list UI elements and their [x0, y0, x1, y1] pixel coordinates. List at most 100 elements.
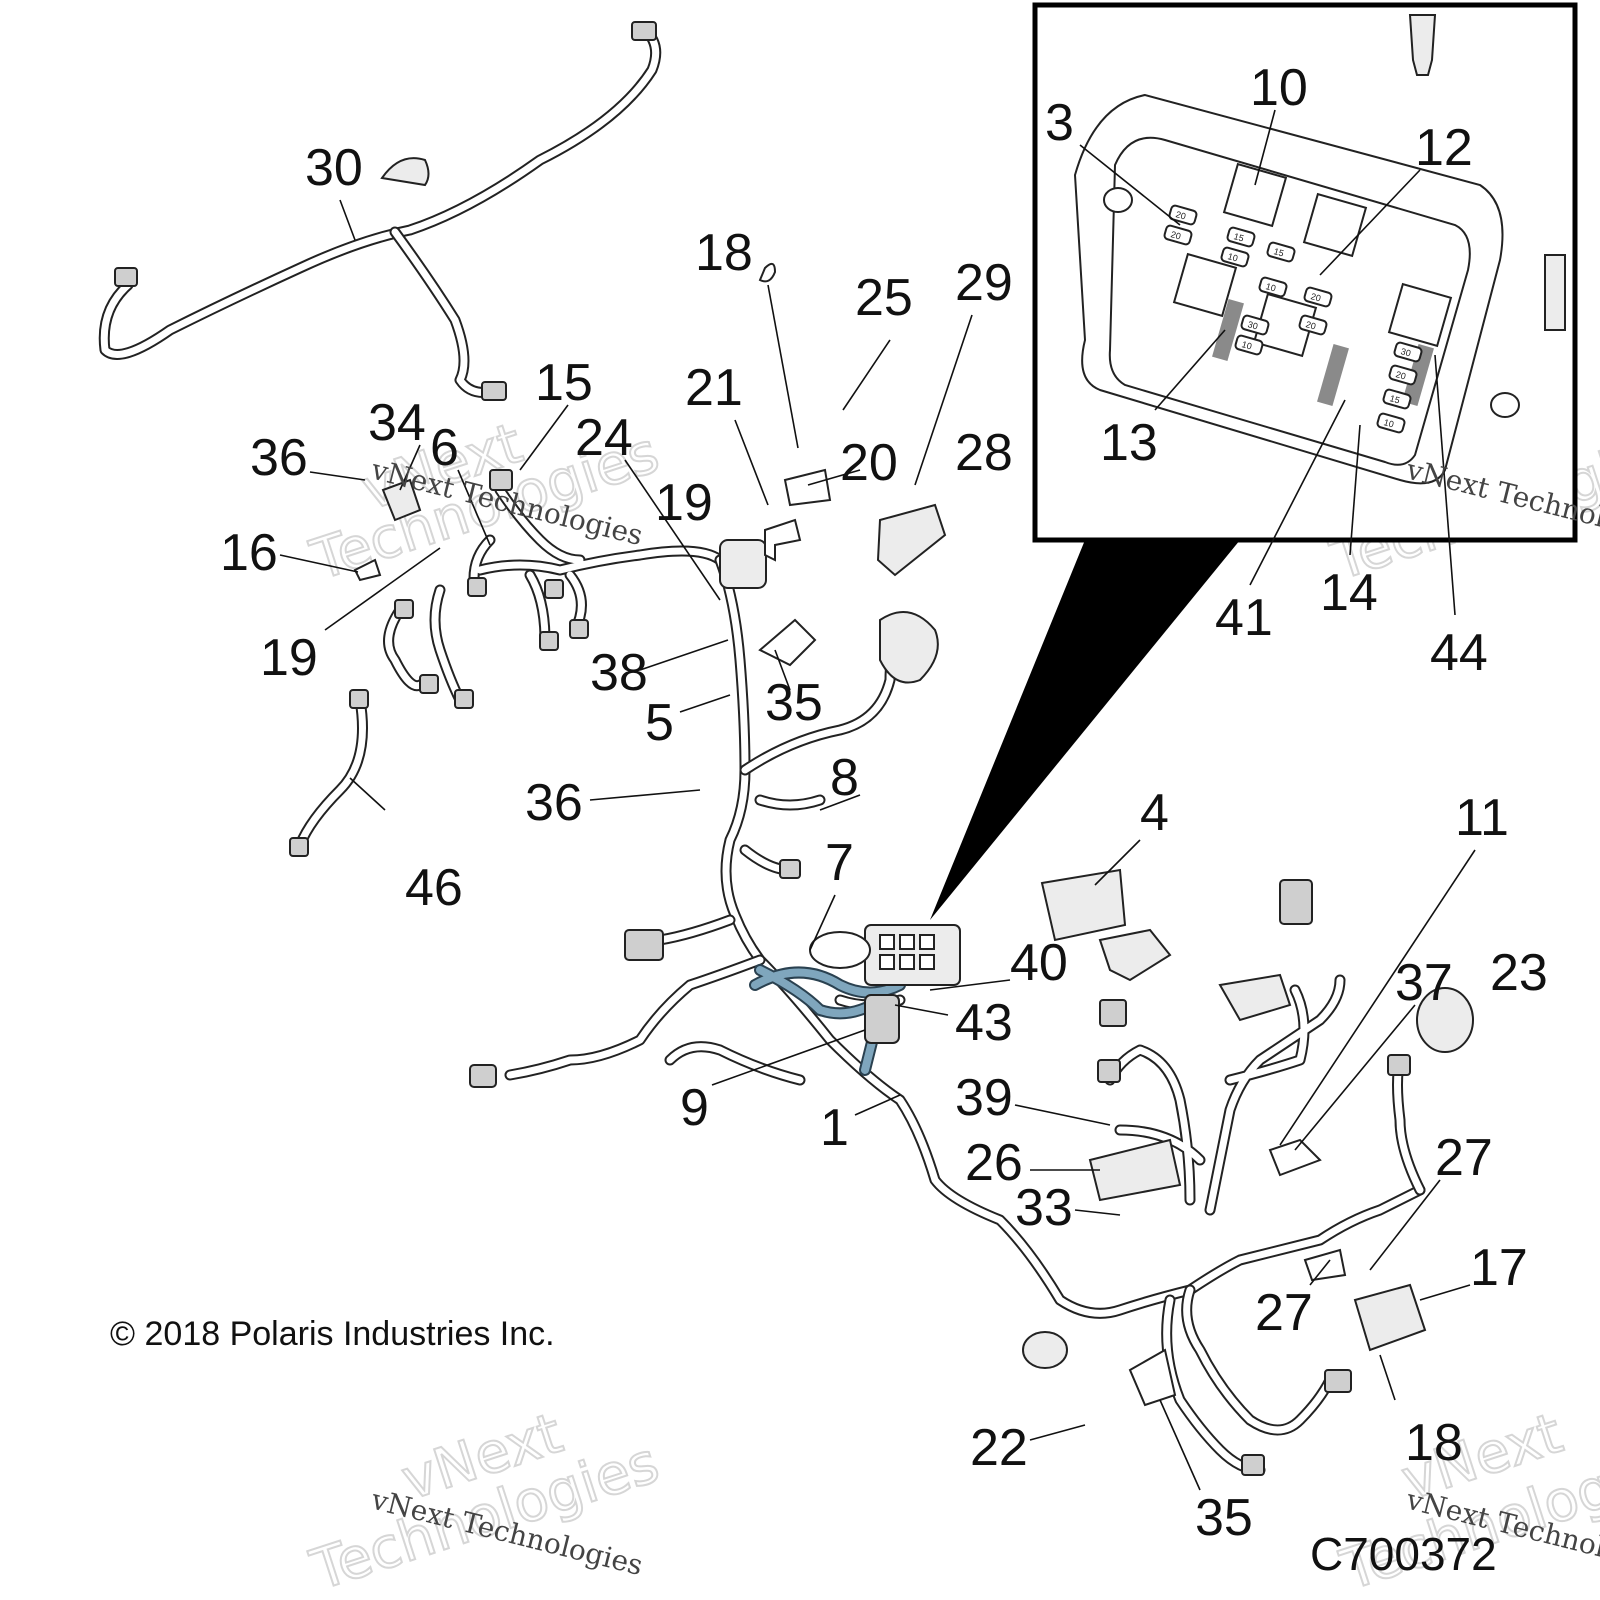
engine-harness-connector-4	[539, 631, 559, 651]
engine-harness-connector-2	[419, 674, 439, 694]
bracket-37	[758, 618, 817, 667]
bracket-34	[381, 478, 422, 522]
main-harness-connector-right	[1387, 1054, 1411, 1076]
relay-connector-15	[489, 469, 513, 491]
callout-28: 27	[1255, 1284, 1313, 1342]
diagram-code: C700372	[1310, 1528, 1497, 1580]
fuse-label-1: 20	[1175, 209, 1187, 221]
fuse-label-14: 10	[1383, 417, 1395, 429]
label-21	[783, 468, 832, 507]
callout-24: 23	[1490, 944, 1548, 1002]
fuse-label-8: 20	[1305, 319, 1317, 331]
ecu-30	[876, 503, 947, 577]
fuse-label-13: 15	[1389, 393, 1401, 405]
engine-harness-connector-6	[467, 577, 487, 597]
relay-13	[1172, 252, 1238, 318]
callout-3: 3	[1045, 94, 1074, 152]
leader-lines	[279, 109, 1476, 1491]
callout-5: 5	[645, 694, 674, 752]
callout-45: 44	[1430, 624, 1488, 682]
callout-35: 35	[1195, 1489, 1253, 1547]
module-4	[1040, 868, 1127, 942]
callout-23: 22	[970, 1419, 1028, 1477]
fuse-block-27	[1088, 1138, 1182, 1202]
rear-harness-connector-left	[114, 267, 138, 287]
bracket-35	[1128, 1348, 1177, 1407]
callout-12: 12	[1415, 119, 1473, 177]
callout-37: 35	[765, 674, 823, 732]
callout-34: 34	[368, 394, 426, 452]
main-harness-connector-8	[779, 859, 801, 879]
callout-1: 1	[820, 1099, 849, 1157]
callout-18-top: 18	[695, 224, 753, 282]
clip-18-top	[758, 262, 777, 283]
bracket-22	[764, 518, 802, 562]
callout-46: 46	[405, 859, 463, 917]
rear-harness-connector-top	[631, 21, 657, 41]
callout-25: 24	[575, 409, 633, 467]
callout-36: 36	[250, 429, 308, 487]
sensor-46-top	[349, 689, 369, 709]
rear-harness-connector-bottom	[481, 381, 507, 401]
main-harness	[469, 554, 1426, 1476]
fuse-label-6: 10	[1265, 281, 1277, 293]
callout-32: 30	[305, 139, 363, 197]
callout-41: 39	[955, 1069, 1013, 1127]
callout-44: 43	[955, 994, 1013, 1052]
main-harness-connector-bottom	[1241, 1454, 1265, 1476]
callout-4: 4	[1140, 784, 1169, 842]
switch-assembly	[1098, 928, 1172, 982]
fuse-label-3: 15	[1233, 231, 1245, 243]
callout-11: 11	[1455, 789, 1509, 847]
fuse-label-2: 20	[1170, 229, 1182, 241]
fuse-label-12: 20	[1395, 369, 1407, 381]
relay-17	[1353, 1283, 1427, 1352]
callout-38: 36	[525, 774, 583, 832]
callout-42: 40	[1010, 934, 1068, 992]
rear-light-harness	[98, 21, 662, 401]
callout-18-bottom: 18	[1405, 1414, 1463, 1472]
main-harness-connector-41b	[1097, 1059, 1121, 1083]
callout-8: 8	[830, 749, 859, 807]
engine-harness-connector-1	[394, 599, 414, 619]
inset-callout-wedge	[930, 540, 1240, 920]
fuse-label-9: 30	[1247, 319, 1259, 331]
connector-block	[1218, 973, 1292, 1022]
small-parts	[289, 262, 1474, 1407]
engine-harness-connector-7	[544, 579, 564, 599]
callout-39: 37	[1395, 954, 1453, 1012]
inset-bolt-right	[1544, 254, 1566, 331]
callout-33: 33	[1015, 1179, 1073, 1237]
callout-30: 28	[955, 424, 1013, 482]
callout-19: 19	[655, 474, 713, 532]
callout-20: 19	[260, 629, 318, 687]
callout-21: 20	[840, 434, 898, 492]
callout-31: 29	[955, 254, 1013, 312]
copyright-text: © 2018 Polaris Industries Inc.	[110, 1315, 555, 1353]
callout-7: 7	[825, 834, 854, 892]
fuse-label-5: 10	[1227, 251, 1239, 263]
main-harness-connector-upper-right	[1279, 879, 1313, 925]
license-light-icon	[380, 157, 430, 187]
power-distribution-module	[809, 924, 961, 986]
callout-26: 25	[855, 269, 913, 327]
main-harness-connector-far-left	[469, 1064, 497, 1088]
battery-cables	[749, 964, 906, 1076]
callout-9: 9	[680, 1079, 709, 1137]
callout-40: 38	[590, 644, 648, 702]
callout-22: 21	[685, 359, 743, 417]
main-harness-connector-left	[624, 929, 664, 961]
main-connector-37	[879, 611, 939, 684]
sensor-46-bottom	[289, 837, 309, 857]
engine-harness-connector-5	[569, 619, 589, 639]
callout-16: 16	[220, 524, 278, 582]
relay-19	[719, 539, 767, 589]
callout-6: 6	[430, 419, 459, 477]
callout-13: 13	[1100, 414, 1158, 472]
relay-12	[1302, 192, 1368, 258]
callout-43: 41	[1215, 589, 1273, 647]
callout-27: 26	[965, 1134, 1023, 1192]
callout-10: 10	[1250, 59, 1308, 117]
callout-17: 17	[1470, 1239, 1528, 1297]
